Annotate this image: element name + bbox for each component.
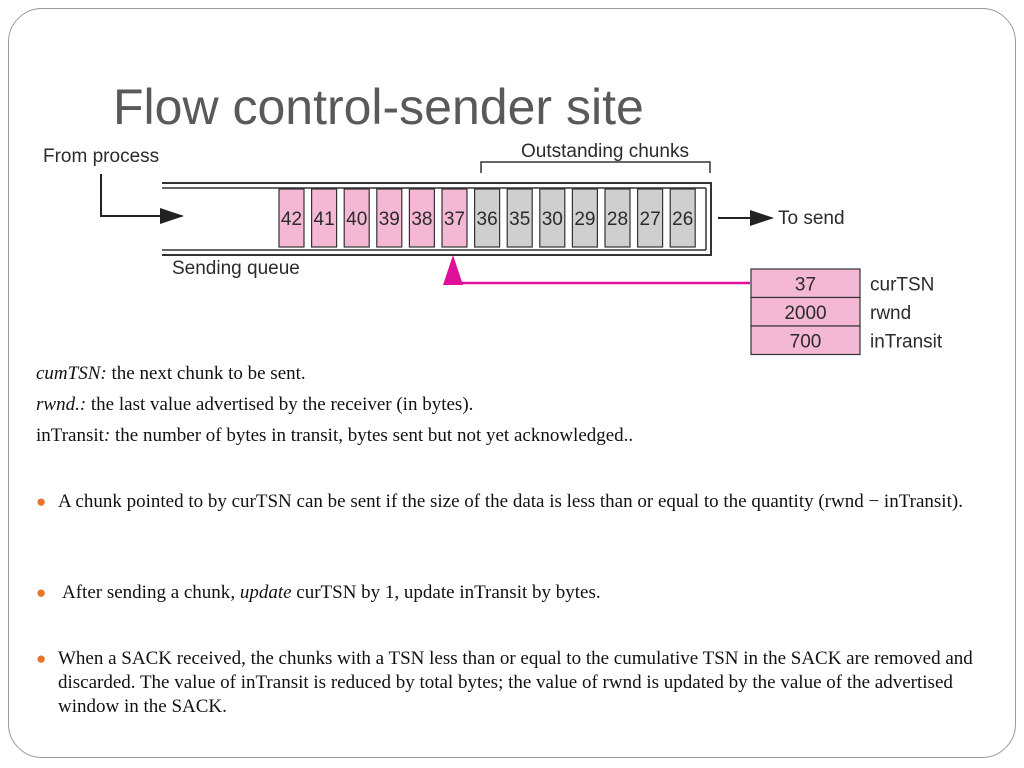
chunk-box xyxy=(311,188,338,248)
def-term: rwnd.: xyxy=(36,394,87,415)
variable-cell xyxy=(750,296,861,327)
chunk-number: 30 xyxy=(542,209,563,230)
bullet-text: A chunk pointed to by curTSN can be sent… xyxy=(58,491,963,512)
chunk-box xyxy=(278,188,305,248)
variable-value: 37 xyxy=(795,274,816,295)
def-text: the number of bytes in transit, bytes se… xyxy=(110,425,634,446)
chunk-box xyxy=(669,188,696,248)
outstanding-bracket xyxy=(480,161,711,173)
def-text: the last value advertised by the receive… xyxy=(86,394,474,415)
variable-label: curTSN xyxy=(870,274,934,295)
def-term: cumTSN: xyxy=(36,363,107,384)
sending-queue-top xyxy=(162,182,712,256)
chunk-number: 26 xyxy=(672,209,693,230)
variable-cell xyxy=(750,325,861,356)
chunk-number: 39 xyxy=(379,209,400,230)
def-intransit: inTransit: the number of bytes in transi… xyxy=(36,420,633,451)
chunk-number: 37 xyxy=(444,209,465,230)
chunk-box xyxy=(343,188,370,248)
chunk-number: 35 xyxy=(509,209,530,230)
variable-table: 37 curTSN 2000 rwnd 700 inTransit xyxy=(750,268,943,356)
bullet-text: When a SACK received, the chunks with a … xyxy=(58,648,973,717)
variable-label: inTransit xyxy=(870,331,943,352)
curtsn-pointer-arrow xyxy=(443,255,750,285)
from-process-label: From process xyxy=(43,146,159,167)
variable-value: 2000 xyxy=(784,303,826,324)
chunk-box xyxy=(474,188,501,248)
bullet-dot-icon: ● xyxy=(36,492,47,511)
chunk-box xyxy=(539,188,566,248)
slide-frame xyxy=(8,8,1016,758)
def-rwnd: rwnd.: the last value advertised by the … xyxy=(36,389,633,420)
bullet-text-post: curTSN by 1, update inTransit by bytes. xyxy=(291,582,601,603)
chunk-group: 42 41 40 39 38 37 36 35 30 29 28 27 26 xyxy=(278,188,696,248)
from-process-arrow xyxy=(100,174,184,224)
bullet-text-emph: , update xyxy=(230,582,292,603)
chunk-box xyxy=(571,188,599,248)
variable-label: rwnd xyxy=(870,303,911,324)
def-term-suffix: : xyxy=(103,425,111,446)
variable-value: 700 xyxy=(790,331,822,352)
chunk-number: 27 xyxy=(640,209,661,230)
outstanding-label: Outstanding chunks xyxy=(521,141,689,162)
chunk-number: 36 xyxy=(477,209,498,230)
chunk-number: 41 xyxy=(314,209,335,230)
chunk-box xyxy=(441,188,468,248)
bullet-dot-icon: ● xyxy=(36,649,47,668)
variable-cell xyxy=(750,268,861,299)
bullet-dot-icon: ● xyxy=(36,583,47,602)
to-send-label: To send xyxy=(778,208,845,229)
definitions: cumTSN: the next chunk to be sent. rwnd.… xyxy=(36,358,633,451)
chunk-number: 28 xyxy=(607,209,628,230)
sending-queue-label: Sending queue xyxy=(172,258,300,279)
chunk-box xyxy=(636,188,664,248)
chunk-number: 40 xyxy=(346,209,367,230)
bullet-text-pre: After sending a chunk xyxy=(62,582,231,603)
chunk-box xyxy=(376,188,403,248)
flow-control-diagram: From process Sending queue Outstanding c… xyxy=(43,141,943,356)
chunk-box xyxy=(604,188,631,248)
bullet-text: After sending a chunk, update curTSN by … xyxy=(62,581,997,605)
def-text: the next chunk to be sent. xyxy=(106,363,306,384)
def-term: inTransit xyxy=(36,425,104,446)
chunk-number: 29 xyxy=(574,209,595,230)
chunk-box xyxy=(506,188,533,248)
chunk-number: 42 xyxy=(281,209,302,230)
chunk-number: 38 xyxy=(411,209,432,230)
slide-title: Flow control-sender site xyxy=(113,79,644,135)
def-cumtsn: cumTSN: the next chunk to be sent. xyxy=(36,358,633,389)
chunk-box xyxy=(408,188,435,248)
